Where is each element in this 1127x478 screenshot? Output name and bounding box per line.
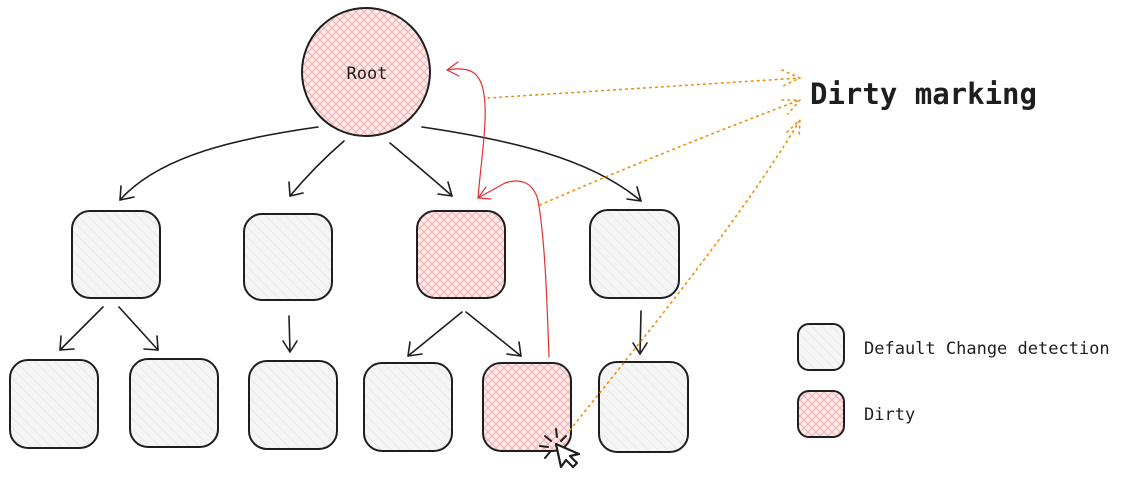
legend-dirty-label: Dirty — [864, 405, 915, 425]
edge-root-to-node-1 — [119, 126, 319, 201]
pointer-to-dirty-node-head — [781, 99, 802, 115]
legend: Default Change detection Dirty — [797, 323, 1110, 438]
pointer-to-root-head — [781, 69, 802, 87]
dirty-marking-annotation: Dirty marking — [810, 77, 1037, 111]
pointer-to-root — [487, 77, 801, 99]
node-level1-3-dirty — [416, 210, 506, 299]
node-level2-6 — [598, 361, 689, 453]
edge-node-3-to-leaf-5-head — [506, 341, 522, 357]
pointer-to-dirty-leaf-head — [786, 118, 801, 139]
dirty-marking-pointers — [487, 69, 802, 431]
edge-node-1-to-leaf-1-head — [59, 335, 75, 351]
edge-node-1-to-leaf-1 — [59, 306, 104, 351]
edge-node-3-to-leaf-5 — [465, 311, 522, 357]
edge-root-to-node-2 — [289, 140, 345, 197]
edge-node-4-to-leaf-6 — [639, 310, 642, 355]
edge-node-3-to-leaf-4-head — [407, 341, 423, 357]
root-label: Root — [347, 64, 388, 84]
root-node: Root — [301, 7, 431, 137]
edge-node-1-to-leaf-2 — [118, 306, 159, 351]
edge-root-to-node-2-head — [288, 181, 304, 197]
dirty-propagation-path — [446, 61, 550, 358]
node-level1-2 — [243, 213, 333, 301]
edge-root-to-node-3 — [389, 142, 453, 197]
edge-node-1-to-leaf-2-head — [143, 335, 159, 351]
edge-root-to-node-4-head — [626, 186, 642, 202]
node-level1-1 — [71, 210, 161, 299]
legend-default-swatch — [797, 323, 845, 371]
legend-default-label: Default Change detection — [864, 339, 1110, 359]
dirty-path-leaf-to-node — [477, 180, 550, 358]
edge-node-4-to-leaf-6-head — [632, 342, 648, 355]
pointer-to-dirty-leaf — [569, 119, 801, 431]
dirty-path-node-to-root-head — [446, 61, 460, 77]
node-level1-4 — [589, 209, 680, 299]
node-level2-1 — [9, 359, 99, 449]
node-level2-2 — [129, 358, 219, 448]
pointer-to-dirty-node — [539, 99, 801, 206]
node-level2-5-dirty — [482, 362, 572, 452]
edge-node-2-to-leaf-3-head — [282, 340, 298, 353]
node-level2-4 — [363, 362, 453, 452]
edge-root-to-node-1-head — [119, 185, 135, 201]
edge-node-2-to-leaf-3 — [288, 315, 291, 353]
node-level2-3 — [248, 360, 338, 450]
edge-node-3-to-leaf-4 — [407, 311, 463, 357]
tree-edges — [59, 126, 648, 357]
edge-root-to-node-4 — [421, 126, 642, 202]
dirty-path-node-to-root — [446, 68, 486, 199]
edge-root-to-node-3-head — [437, 181, 453, 197]
legend-dirty-swatch — [797, 390, 845, 438]
click-cursor-icon — [539, 428, 581, 469]
